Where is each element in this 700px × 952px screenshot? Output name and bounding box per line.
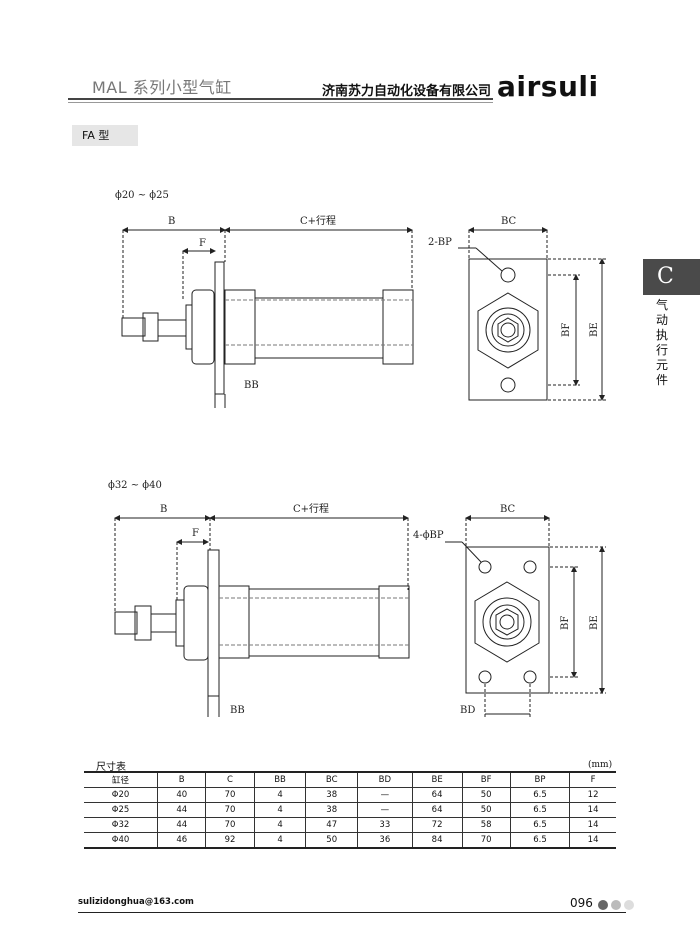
table-cell: 84 <box>411 832 463 849</box>
table-cell: Φ20 <box>84 787 159 803</box>
d1-dim-BF: BF <box>561 323 572 337</box>
table-cell: 4 <box>253 817 307 833</box>
table-cell: 50 <box>305 832 358 849</box>
table-cell: Φ25 <box>84 802 159 818</box>
diagram2-side-view <box>114 515 410 717</box>
table-cell: 4 <box>253 802 307 818</box>
dimension-table: 缸径 B C BB BC BD BE BF BP F Φ20 40 70 4 3… <box>84 771 616 849</box>
table-cell: 6.5 <box>509 802 571 818</box>
table-cell: 72 <box>411 817 463 833</box>
table-cell: 50 <box>461 787 511 803</box>
footer-rule <box>78 912 626 913</box>
table-row: Φ20 40 70 4 38 — 64 50 6.5 12 <box>84 787 616 803</box>
table-cell: 46 <box>157 832 207 849</box>
col-header: BB <box>253 771 307 788</box>
col-header: 缸径 <box>84 771 159 788</box>
col-header: BC <box>305 771 358 788</box>
table-cell: — <box>356 787 413 803</box>
section-tag: FA 型 <box>72 125 138 146</box>
table-cell: — <box>356 802 413 818</box>
d2-size-label: ϕ32 ~ ϕ40 <box>108 480 162 491</box>
d2-dim-C-stroke: C+行程 <box>293 502 329 515</box>
diagram2-front-view <box>445 515 606 718</box>
d2-dim-B: B <box>160 504 167 515</box>
table-cell: 92 <box>205 832 255 849</box>
footer-email: sulizidonghua@163.com <box>78 897 194 907</box>
table-row: Φ40 46 92 4 50 36 84 70 6.5 14 <box>84 832 616 849</box>
d2-dim-BC: BC <box>500 504 516 515</box>
table-cell: 58 <box>461 817 511 833</box>
table-cell: 14 <box>569 832 616 849</box>
table-cell: 70 <box>205 817 255 833</box>
page-number: 096 <box>570 896 593 910</box>
d1-dim-B: B <box>168 216 175 227</box>
d1-size-label: ϕ20 ~ ϕ25 <box>115 190 169 201</box>
d2-hole-label: 4-ϕBP <box>413 530 444 541</box>
page-dot-2 <box>611 900 621 910</box>
table-cell: 12 <box>569 787 616 803</box>
table-cell: 4 <box>253 832 307 849</box>
table-cell: 14 <box>569 817 616 833</box>
series-title: MAL 系列小型气缸 <box>92 78 232 97</box>
col-header: BF <box>461 771 511 788</box>
table-cell: 64 <box>411 802 463 818</box>
table-cell: 14 <box>569 802 616 818</box>
table-cell: 6.5 <box>509 832 571 849</box>
d2-dim-BE: BE <box>589 615 600 630</box>
d1-dim-BC: BC <box>501 216 517 227</box>
company-name: 济南苏力自动化设备有限公司 <box>322 84 492 99</box>
table-cell: 40 <box>157 787 207 803</box>
d2-dim-F: F <box>192 528 199 539</box>
table-cell: 36 <box>356 832 413 849</box>
side-tab-text: 气动执行元件 <box>656 298 669 387</box>
table-cell: 44 <box>157 817 207 833</box>
table-cell: 70 <box>205 802 255 818</box>
table-cell: 44 <box>157 802 207 818</box>
header-rule <box>68 98 493 100</box>
brand-logo: airsuli <box>497 70 599 103</box>
table-title: 尺寸表 <box>96 762 126 773</box>
table-cell: 47 <box>305 817 358 833</box>
table-cell: Φ40 <box>84 832 159 849</box>
d1-dim-BB: BB <box>244 380 259 391</box>
col-header: F <box>569 771 616 788</box>
col-header: BP <box>509 771 571 788</box>
header-rule-thin <box>68 102 493 103</box>
col-header: B <box>157 771 207 788</box>
d1-dim-BE: BE <box>589 322 600 337</box>
table-header-row: 缸径 B C BB BC BD BE BF BP F <box>84 771 616 788</box>
table-cell: Φ32 <box>84 817 159 833</box>
table-cell: 64 <box>411 787 463 803</box>
table-row: Φ25 44 70 4 38 — 64 50 6.5 14 <box>84 802 616 818</box>
table-cell: 4 <box>253 787 307 803</box>
d1-hole-label: 2-BP <box>428 237 452 248</box>
d1-dim-C-stroke: C+行程 <box>300 214 336 227</box>
table-cell: 70 <box>461 832 511 849</box>
table-cell: 33 <box>356 817 413 833</box>
col-header: C <box>205 771 255 788</box>
diagram1-front-view <box>458 227 606 401</box>
d2-dim-BB: BB <box>230 705 245 716</box>
table-cell: 38 <box>305 802 358 818</box>
table-cell: 38 <box>305 787 358 803</box>
table-cell: 6.5 <box>509 787 571 803</box>
table-cell: 50 <box>461 802 511 818</box>
col-header: BE <box>411 771 463 788</box>
d2-dim-BD: BD <box>460 705 475 716</box>
page-dot-3 <box>624 900 634 910</box>
page-dot-1 <box>598 900 608 910</box>
table-cell: 6.5 <box>509 817 571 833</box>
d1-dim-F: F <box>199 238 206 249</box>
diagram1-side-view <box>121 227 414 408</box>
col-header: BD <box>356 771 413 788</box>
table-unit: (mm) <box>588 760 613 770</box>
table-cell: 70 <box>205 787 255 803</box>
side-tab-letter: C <box>643 259 700 295</box>
table-row: Φ32 44 70 4 47 33 72 58 6.5 14 <box>84 817 616 833</box>
d2-dim-BF: BF <box>560 616 571 630</box>
